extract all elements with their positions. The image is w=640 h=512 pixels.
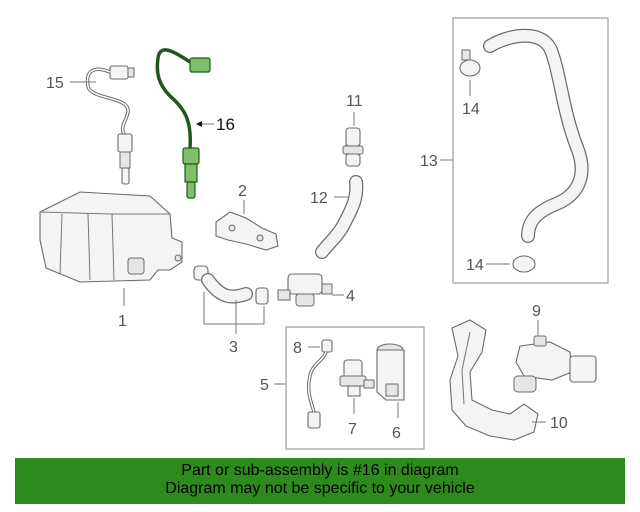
part-6-solenoid[interactable] — [376, 343, 405, 401]
part-14-clamp-upper[interactable] — [459, 49, 481, 77]
callout-6: 6 — [392, 425, 401, 442]
part-13-ventilation-hose[interactable] — [483, 28, 589, 243]
callout-13: 13 — [420, 153, 438, 170]
part-11-pcv-valve[interactable] — [342, 127, 364, 167]
part-4-purge-valve[interactable] — [277, 273, 333, 307]
part-8-harness[interactable] — [306, 339, 333, 429]
info-banner: Part or sub-assembly is #16 in diagram D… — [15, 458, 625, 504]
part-1-vapor-canister[interactable] — [39, 191, 183, 283]
callout-14-lower: 14 — [466, 257, 484, 274]
part-7-valve[interactable] — [339, 359, 375, 397]
part-15-oxygen-sensor[interactable] — [85, 65, 135, 185]
part-16-oxygen-sensor[interactable] — [155, 48, 211, 199]
part-2-bracket[interactable] — [215, 211, 279, 251]
part-14-clamp-lower[interactable] — [512, 255, 536, 273]
banner-line-2: Diagram may not be specific to your vehi… — [165, 480, 475, 497]
group-13-box — [452, 17, 609, 284]
banner-line-1: Part or sub-assembly is #16 in diagram — [181, 462, 459, 479]
part-12-hose[interactable] — [315, 175, 364, 259]
callout-9: 9 — [532, 303, 541, 320]
callout-3: 3 — [229, 339, 238, 356]
callout-14-upper: 14 — [462, 101, 480, 118]
callout-16: 16 — [216, 115, 235, 134]
callout-7: 7 — [348, 421, 357, 438]
part-10-bracket[interactable] — [449, 319, 539, 441]
callout-2: 2 — [238, 183, 247, 200]
callout-15: 15 — [46, 75, 64, 92]
callout-11: 11 — [346, 93, 363, 110]
callout-8: 8 — [293, 340, 302, 357]
callout-10: 10 — [550, 415, 568, 432]
part-9-pump[interactable] — [513, 335, 597, 393]
part-3-hose-set[interactable] — [193, 265, 269, 305]
callout-12: 12 — [310, 190, 328, 207]
callout-4: 4 — [346, 288, 355, 305]
callout-5: 5 — [260, 377, 269, 394]
callout-1: 1 — [118, 313, 127, 330]
group-5-box — [285, 326, 425, 450]
parts-diagram: 15 16 1 2 3 — [39, 17, 609, 450]
